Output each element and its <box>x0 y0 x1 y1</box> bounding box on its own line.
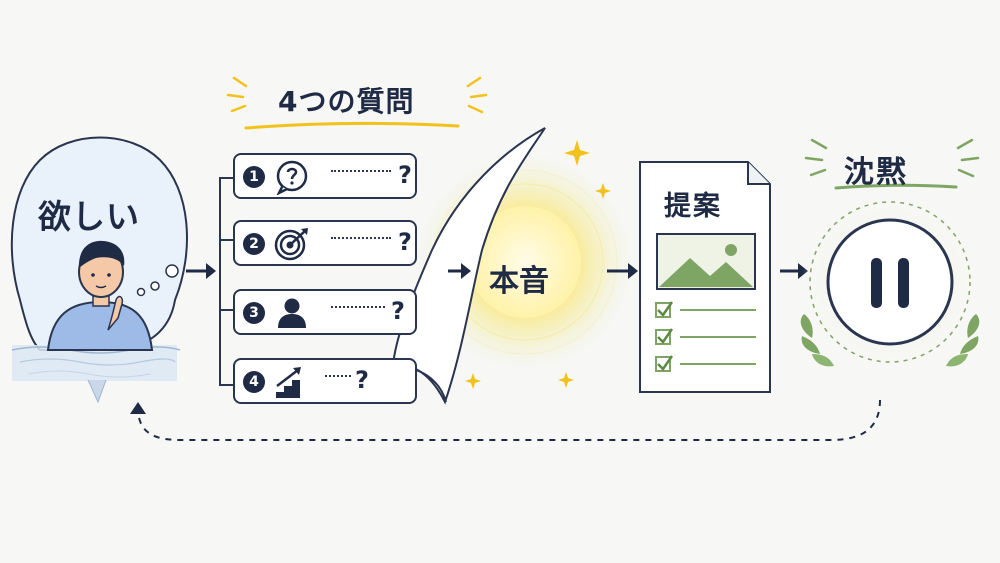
question-number: 3 <box>243 302 265 324</box>
checklist <box>655 301 756 372</box>
question-number: 2 <box>243 233 265 255</box>
question-box-4: 4 ? <box>233 358 417 404</box>
proposal-label: 提案 <box>664 191 722 222</box>
title-underline <box>244 121 460 130</box>
checkbox-icon <box>655 328 674 345</box>
thinking-person-icon <box>46 240 154 351</box>
dotted-line <box>331 306 385 308</box>
question-mark: ? <box>398 228 412 256</box>
thought-dots <box>136 264 179 297</box>
target-icon <box>274 228 308 261</box>
question-number: 1 <box>243 166 265 188</box>
question-mark: ? <box>355 366 369 394</box>
checkbox-icon <box>655 301 674 318</box>
question-bracket <box>219 177 233 386</box>
pause-icon <box>826 218 954 346</box>
questions-title: 4つの質問 <box>278 85 415 118</box>
checkbox-icon <box>655 355 674 372</box>
stairs-arrow-icon <box>276 367 301 398</box>
question-box-1: 1 ? <box>233 153 417 199</box>
want-label: 欲しい <box>38 197 140 236</box>
dotted-line <box>325 375 351 377</box>
question-box-3: 3 ? <box>233 289 417 335</box>
dotted-line <box>331 237 391 239</box>
question-box-2: 2 ? <box>233 220 417 266</box>
image-placeholder-icon <box>656 233 756 290</box>
speech-question-icon <box>276 160 308 195</box>
arrow-to-honne <box>448 263 471 279</box>
silence-dashed-ring <box>809 201 971 363</box>
arrow-to-proposal <box>607 263 638 279</box>
dotted-line <box>331 170 391 172</box>
honne-label: 本音 <box>489 264 549 299</box>
arrow-to-questions <box>186 263 216 279</box>
question-mark: ? <box>398 161 412 189</box>
question-mark: ? <box>391 297 405 325</box>
return-loop-arrow <box>130 399 881 441</box>
question-number: 4 <box>243 371 265 393</box>
person-icon <box>278 298 306 328</box>
sparkles <box>465 140 611 389</box>
title-accent-left <box>226 76 248 113</box>
leaf-icon <box>800 314 980 367</box>
silence-label: 沈黙 <box>844 155 908 190</box>
title-accent-right <box>466 76 488 114</box>
silence-accents <box>804 138 980 190</box>
